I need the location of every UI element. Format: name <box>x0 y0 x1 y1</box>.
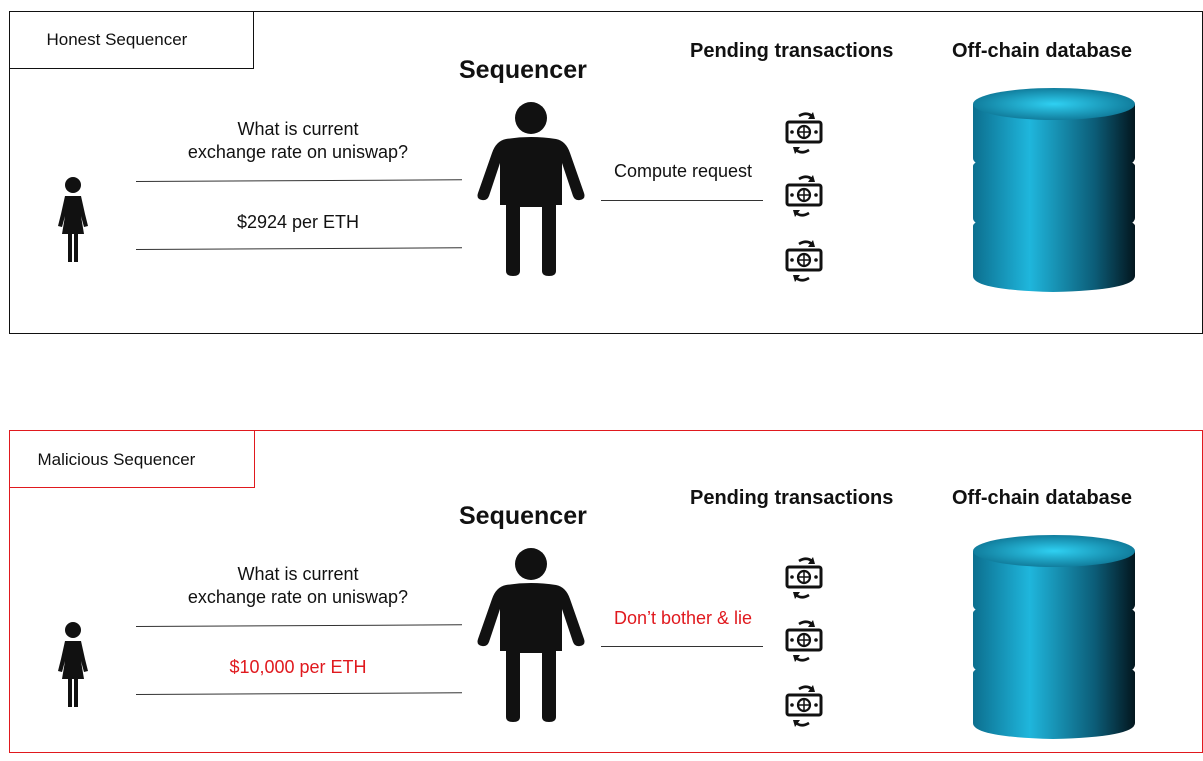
money-exchange-icon <box>785 240 823 282</box>
answer-arrow-line <box>135 692 462 696</box>
money-exchange-icon <box>785 112 823 154</box>
question-text: What is current exchange rate on uniswap… <box>160 118 436 164</box>
money-exchange-icon <box>785 685 823 727</box>
woman-icon <box>58 177 88 262</box>
question-line-2: exchange rate on uniswap? <box>187 587 409 607</box>
sequencer-title: Sequencer <box>459 502 587 530</box>
database-icon <box>973 535 1135 739</box>
request-arrow-line <box>601 646 763 648</box>
person-icon <box>477 548 585 722</box>
money-exchange-icon <box>785 620 823 662</box>
answer-text: $2924 per ETH <box>236 212 360 232</box>
panel-tag: Malicious Sequencer <box>8 429 255 488</box>
request-label: Compute request <box>613 161 753 181</box>
database-title: Off-chain database <box>952 487 1133 509</box>
money-exchange-icon <box>785 557 823 599</box>
question-line-1: What is current <box>237 119 359 139</box>
question-text: What is current exchange rate on uniswap… <box>160 563 436 609</box>
question-line-2: exchange rate on uniswap? <box>187 142 409 162</box>
honest-sequencer-panel: Honest Sequencer What is current exchang… <box>8 10 1203 334</box>
database-icon <box>973 88 1135 292</box>
person-icon <box>477 102 585 276</box>
woman-icon <box>58 622 88 707</box>
answer-text: $10,000 per ETH <box>229 657 367 677</box>
database-title: Off-chain database <box>952 40 1133 62</box>
malicious-sequencer-panel: Malicious Sequencer What is current exch… <box>8 429 1203 753</box>
sequencer-title: Sequencer <box>459 56 587 84</box>
question-arrow-line <box>135 179 462 183</box>
pending-transactions-title: Pending transactions <box>690 487 894 509</box>
request-arrow-line <box>601 200 763 202</box>
pending-transactions-title: Pending transactions <box>690 40 894 62</box>
request-label: Don’t bother & lie <box>613 608 753 628</box>
money-exchange-icon <box>785 175 823 217</box>
panel-tag: Honest Sequencer <box>8 10 254 69</box>
question-arrow-line <box>135 624 462 628</box>
answer-arrow-line <box>135 247 462 251</box>
question-line-1: What is current <box>237 564 359 584</box>
